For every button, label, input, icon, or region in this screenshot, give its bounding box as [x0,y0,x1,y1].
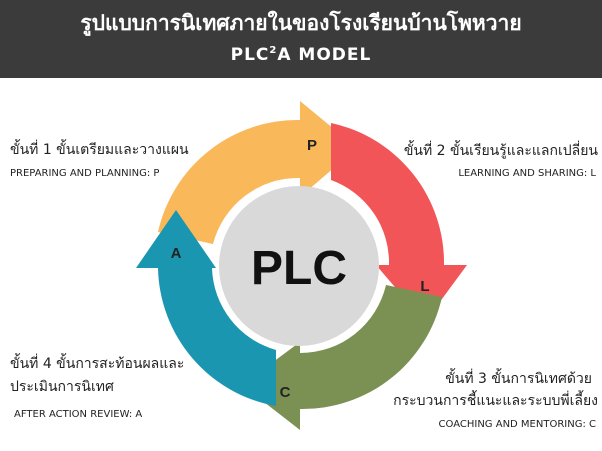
stage-3-title-line1: ขั้นที่ 3 ขั้นการนิเทศด้วย [445,371,592,387]
stage-3-english: COACHING AND MENTORING: C [438,419,596,430]
stage-4-title-line2: ประเมินการนิเทศ [10,379,114,395]
header-banner: รูปแบบการนิเทศภายในของโรงเรียนบ้านโพหวาย… [0,0,602,78]
stage-1-title: ขั้นที่ 1 ขั้นเตรียมและวางแผน [10,142,189,158]
segment-l [331,123,467,322]
stage-2-title: ขั้นที่ 2 ขั้นเรียนรู้และแลกเปลี่ยน [403,143,598,159]
stage-1-english: PREPARING AND PLANNING: P [10,168,160,179]
page-title: รูปแบบการนิเทศภายในของโรงเรียนบ้านโพหวาย [80,11,522,35]
stage-2-english: LEARNING AND SHARING: L [458,168,596,179]
stage-4-english: AFTER ACTION REVIEW: A [14,409,143,420]
center-label: PLC [251,242,347,295]
center-circle [219,186,379,346]
segment-c [242,285,442,430]
subtitle-post: A MODEL [277,45,372,65]
page-subtitle: PLC2A MODEL [0,40,602,66]
stage-4-title-line1: ขั้นที่ 4 ขั้นการสะท้อนผลและ [10,356,185,372]
letter-l: L [420,278,429,295]
subtitle-pre: PLC [230,45,270,65]
letter-p: P [307,137,317,154]
segment-a [136,210,276,406]
stage-3-title-line2: กระบวนการชี้แนะและระบบพี่เลี้ยง [393,393,598,409]
subtitle-superscript: 2 [269,45,278,56]
segment-p [158,101,357,244]
letter-c: C [280,384,291,401]
letter-a: A [171,245,182,262]
